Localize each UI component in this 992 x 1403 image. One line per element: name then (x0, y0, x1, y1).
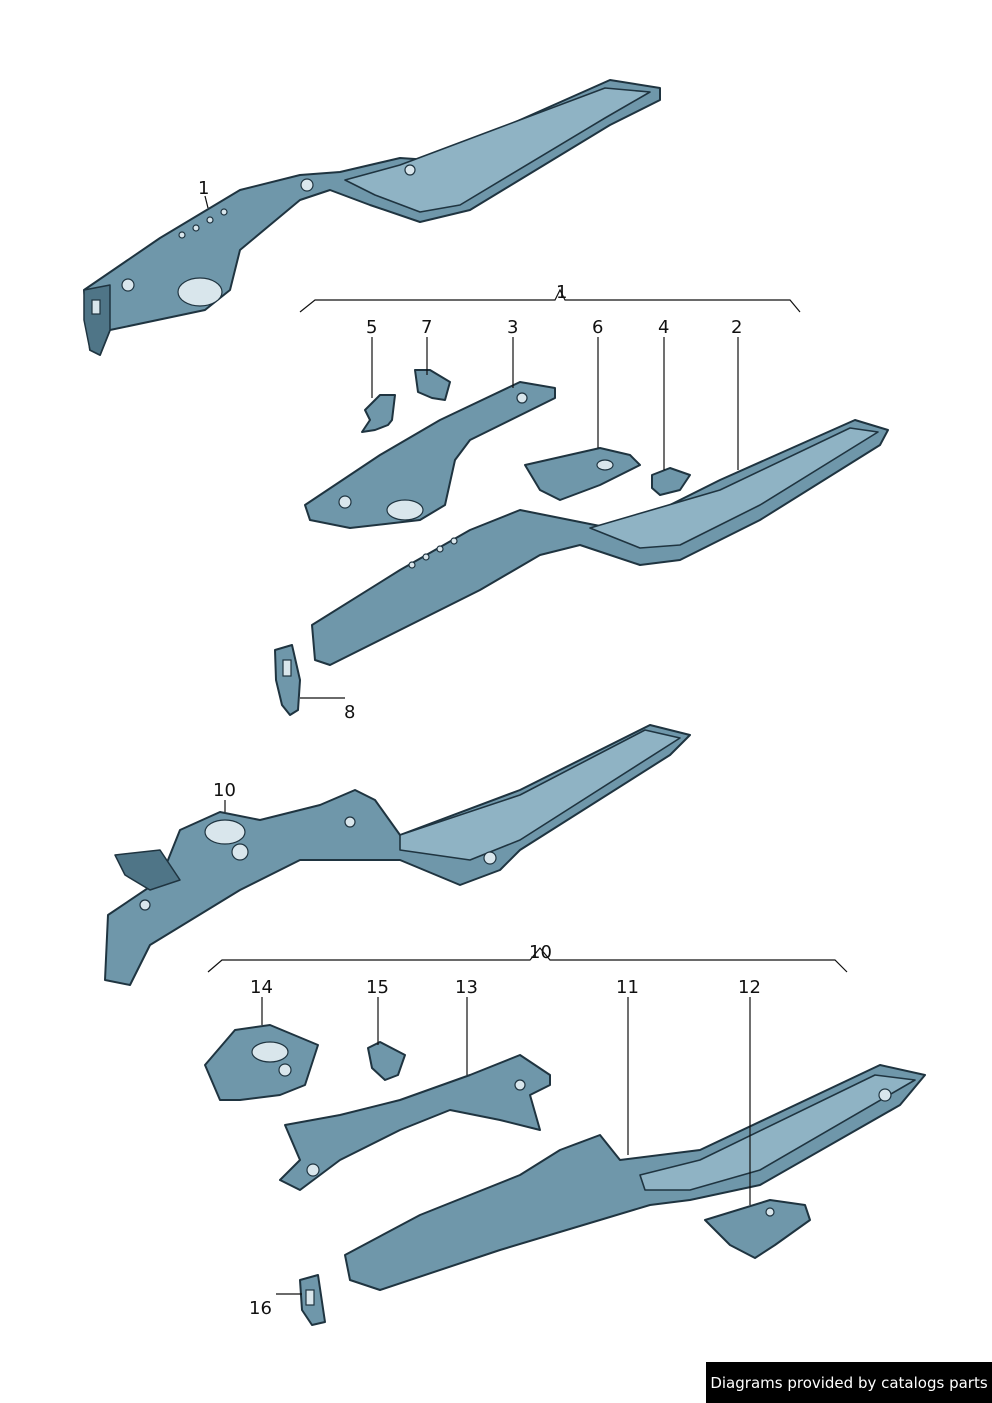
callout-14: 14 (250, 977, 273, 998)
part-16-plate (299, 1274, 326, 1326)
callout-16: 16 (249, 1298, 272, 1319)
callout-8: 8 (344, 702, 355, 723)
callout-1-group: 1 (556, 282, 567, 303)
part-13-member (279, 1054, 551, 1191)
part-15-bracket (367, 1041, 406, 1081)
part-4-bracket (651, 467, 691, 496)
watermark-banner: Diagrams provided by catalogs parts (706, 1362, 992, 1403)
callout-4: 4 (658, 317, 669, 338)
callout-10-top: 10 (213, 780, 236, 801)
part-10-assembly (104, 724, 691, 986)
callout-3: 3 (507, 317, 518, 338)
callout-5: 5 (366, 317, 377, 338)
part-8-plate (274, 644, 301, 716)
callout-15: 15 (366, 977, 389, 998)
callout-1-top: 1 (198, 178, 209, 199)
callout-7: 7 (421, 317, 432, 338)
part-2-longitudinal-member (311, 419, 889, 666)
callout-10-group: 10 (529, 942, 552, 963)
part-7-bracket (414, 369, 451, 401)
callout-12: 12 (738, 977, 761, 998)
part-11-longitudinal-member (344, 1064, 926, 1291)
part-5-bracket (361, 394, 396, 433)
callout-11: 11 (616, 977, 639, 998)
part-3-member (304, 381, 556, 529)
part-1-assembly (83, 79, 661, 356)
part-12-pan (704, 1199, 811, 1259)
part-14-tower (204, 1024, 319, 1101)
callout-6: 6 (592, 317, 603, 338)
callout-13: 13 (455, 977, 478, 998)
callout-2: 2 (731, 317, 742, 338)
part-6-pan (524, 447, 641, 501)
